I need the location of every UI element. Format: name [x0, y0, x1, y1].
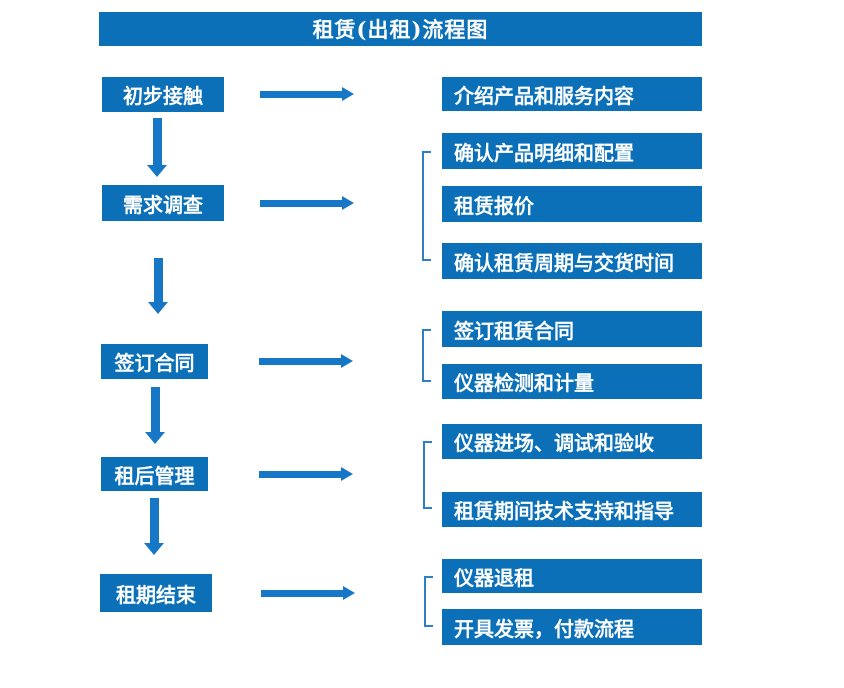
detail-box-instrument-inspection: 仪器检测和计量 — [442, 364, 702, 399]
detail-box-instrument-entry-acceptance: 仪器进场、调试和验收 — [442, 424, 702, 459]
arrow-head — [342, 87, 354, 101]
detail-box-introduce-products: 介绍产品和服务内容 — [442, 77, 702, 111]
arrow-shaft — [261, 589, 343, 597]
arrow-head — [148, 302, 168, 314]
arrow-head — [144, 543, 164, 555]
arrow-shaft — [260, 199, 342, 207]
arrow-shaft — [259, 357, 341, 365]
down-arrow-stage1-to-stage2-icon — [147, 118, 167, 177]
arrow-head — [343, 586, 355, 600]
stage-box-post-rental-management: 租后管理 — [101, 457, 208, 491]
arrow-head — [341, 467, 353, 481]
stage-box-initial-contact: 初步接触 — [102, 77, 224, 112]
right-arrow-stage3-icon — [259, 354, 353, 368]
right-arrow-stage1-icon — [260, 87, 354, 101]
detail-box-confirm-rental-period: 确认租赁周期与交货时间 — [442, 243, 702, 279]
arrow-head — [341, 354, 353, 368]
arrow-shaft — [149, 498, 159, 544]
down-arrow-stage3-to-stage4-icon — [145, 387, 165, 444]
stage-box-sign-contract: 签订合同 — [101, 344, 208, 379]
down-arrow-stage2-to-stage3-icon — [148, 258, 168, 314]
detail-box-confirm-product-details: 确认产品明细和配置 — [442, 133, 702, 169]
arrow-shaft — [153, 258, 163, 303]
arrow-shaft — [152, 118, 162, 166]
detail-box-invoice-payment: 开具发票，付款流程 — [442, 609, 702, 645]
page-title: 租赁(出租)流程图 — [99, 12, 702, 46]
stage-box-demand-survey: 需求调查 — [102, 185, 224, 221]
bracket-post-rental-group — [423, 441, 432, 509]
detail-box-rental-quote: 租赁报价 — [442, 186, 702, 222]
arrow-shaft — [259, 470, 341, 478]
arrow-shaft — [150, 387, 160, 433]
right-arrow-stage5-icon — [261, 586, 355, 600]
bracket-rental-end-group — [424, 576, 433, 627]
stage-box-rental-end: 租期结束 — [100, 574, 212, 612]
arrow-head — [342, 196, 354, 210]
detail-box-technical-support: 租赁期间技术支持和指导 — [442, 492, 702, 527]
right-arrow-stage2-icon — [260, 196, 354, 210]
detail-box-sign-rental-contract: 签订租赁合同 — [442, 311, 702, 347]
detail-box-instrument-return: 仪器退租 — [442, 559, 702, 593]
right-arrow-stage4-icon — [259, 467, 353, 481]
down-arrow-stage4-to-stage5-icon — [144, 498, 164, 555]
bracket-demand-survey-group — [422, 151, 431, 261]
arrow-head — [145, 432, 165, 444]
bracket-sign-contract-group — [422, 329, 431, 382]
arrow-shaft — [260, 90, 342, 98]
arrow-head — [147, 165, 167, 177]
